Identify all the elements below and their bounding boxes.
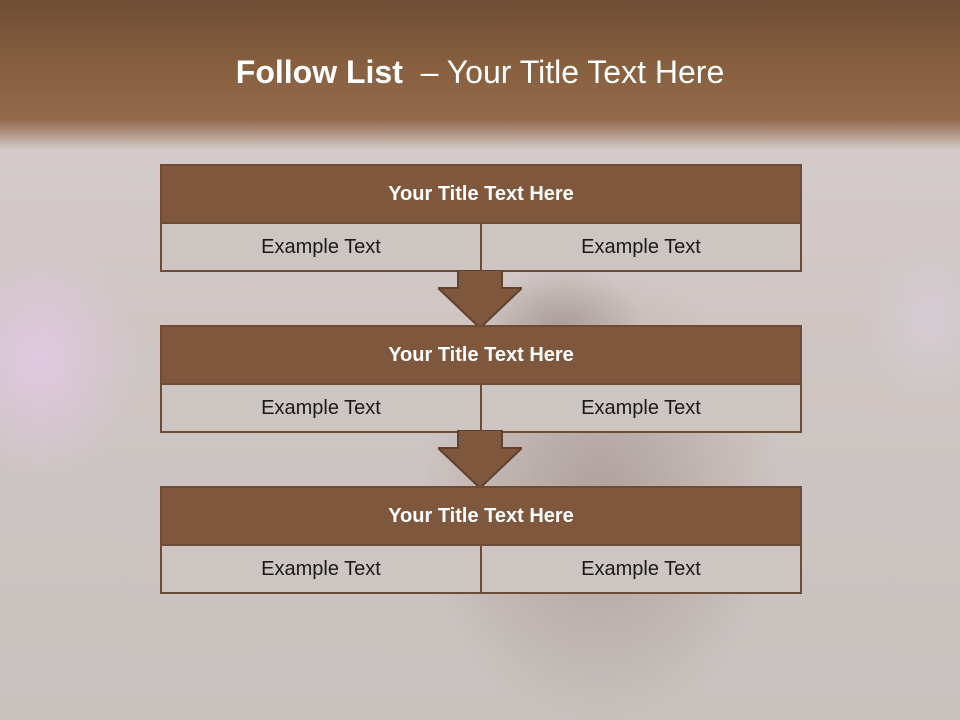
block-cell-right: Example Text: [480, 224, 800, 270]
list-block-3: Your Title Text Here Example Text Exampl…: [160, 486, 802, 594]
list-block-2: Your Title Text Here Example Text Exampl…: [160, 325, 802, 433]
block-cell-left: Example Text: [162, 546, 480, 592]
block-cell-right: Example Text: [480, 385, 800, 431]
block-cell-left: Example Text: [162, 385, 480, 431]
block-row: Example Text Example Text: [162, 385, 800, 431]
block-title: Your Title Text Here: [162, 327, 800, 385]
down-arrow-icon: [438, 270, 522, 328]
slide-title-rest: – Your Title Text Here: [402, 54, 725, 90]
slide-title: Follow List – Your Title Text Here: [0, 54, 960, 91]
block-row: Example Text Example Text: [162, 224, 800, 270]
header-band: [0, 0, 960, 150]
list-block-1: Your Title Text Here Example Text Exampl…: [160, 164, 802, 272]
block-cell-left: Example Text: [162, 224, 480, 270]
block-row: Example Text Example Text: [162, 546, 800, 592]
slide-title-bold: Follow List: [235, 54, 403, 90]
block-title: Your Title Text Here: [162, 488, 800, 546]
block-cell-right: Example Text: [480, 546, 800, 592]
block-title: Your Title Text Here: [162, 166, 800, 224]
down-arrow-icon: [438, 430, 522, 488]
